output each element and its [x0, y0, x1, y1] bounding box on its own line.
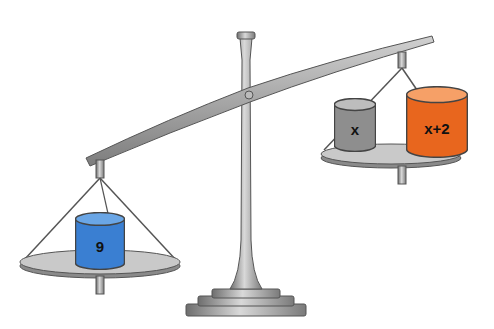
cylinder-label-area: x+2	[406, 99, 468, 158]
weight-label: x	[351, 121, 359, 138]
weight-label: 9	[96, 238, 104, 255]
scale-base	[186, 289, 306, 316]
beam-pivot	[245, 91, 253, 99]
weight-label: x+2	[424, 120, 449, 137]
weight-cylinder: 9	[75, 212, 125, 270]
weight-cylinder: x+2	[406, 86, 468, 158]
scale-pole	[230, 38, 262, 289]
pole-cap	[237, 32, 255, 39]
weight-cylinder: x	[334, 98, 376, 152]
cylinder-label-area: 9	[75, 222, 125, 270]
left-pan	[20, 160, 180, 294]
cylinder-label-area: x	[334, 108, 376, 152]
